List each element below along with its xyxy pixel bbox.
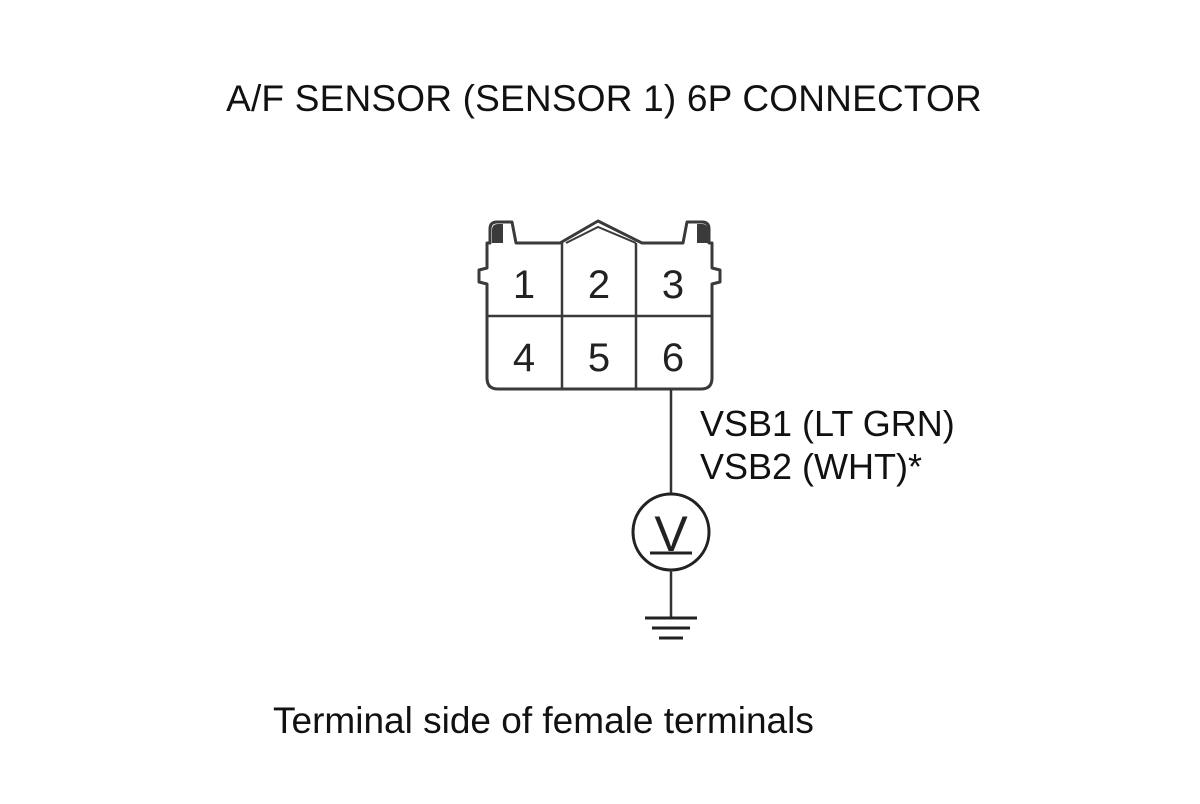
terminal-2: 2 <box>588 263 610 307</box>
terminal-6: 6 <box>662 336 684 380</box>
wire-label-vsb2: VSB2 (WHT)* <box>700 446 923 487</box>
left-latch <box>492 224 503 243</box>
ground-icon <box>645 616 697 640</box>
right-latch <box>697 224 708 243</box>
wire-label-vsb1: VSB1 (LT GRN) <box>700 403 955 444</box>
terminal-4: 4 <box>513 336 535 380</box>
connector-housing <box>477 219 722 391</box>
terminal-5: 5 <box>588 336 610 380</box>
diagram-title: A/F SENSOR (SENSOR 1) 6P CONNECTOR <box>226 78 982 119</box>
terminal-1: 1 <box>513 263 535 307</box>
terminal-3: 3 <box>662 263 684 307</box>
footer-note: Terminal side of female terminals <box>273 700 814 741</box>
